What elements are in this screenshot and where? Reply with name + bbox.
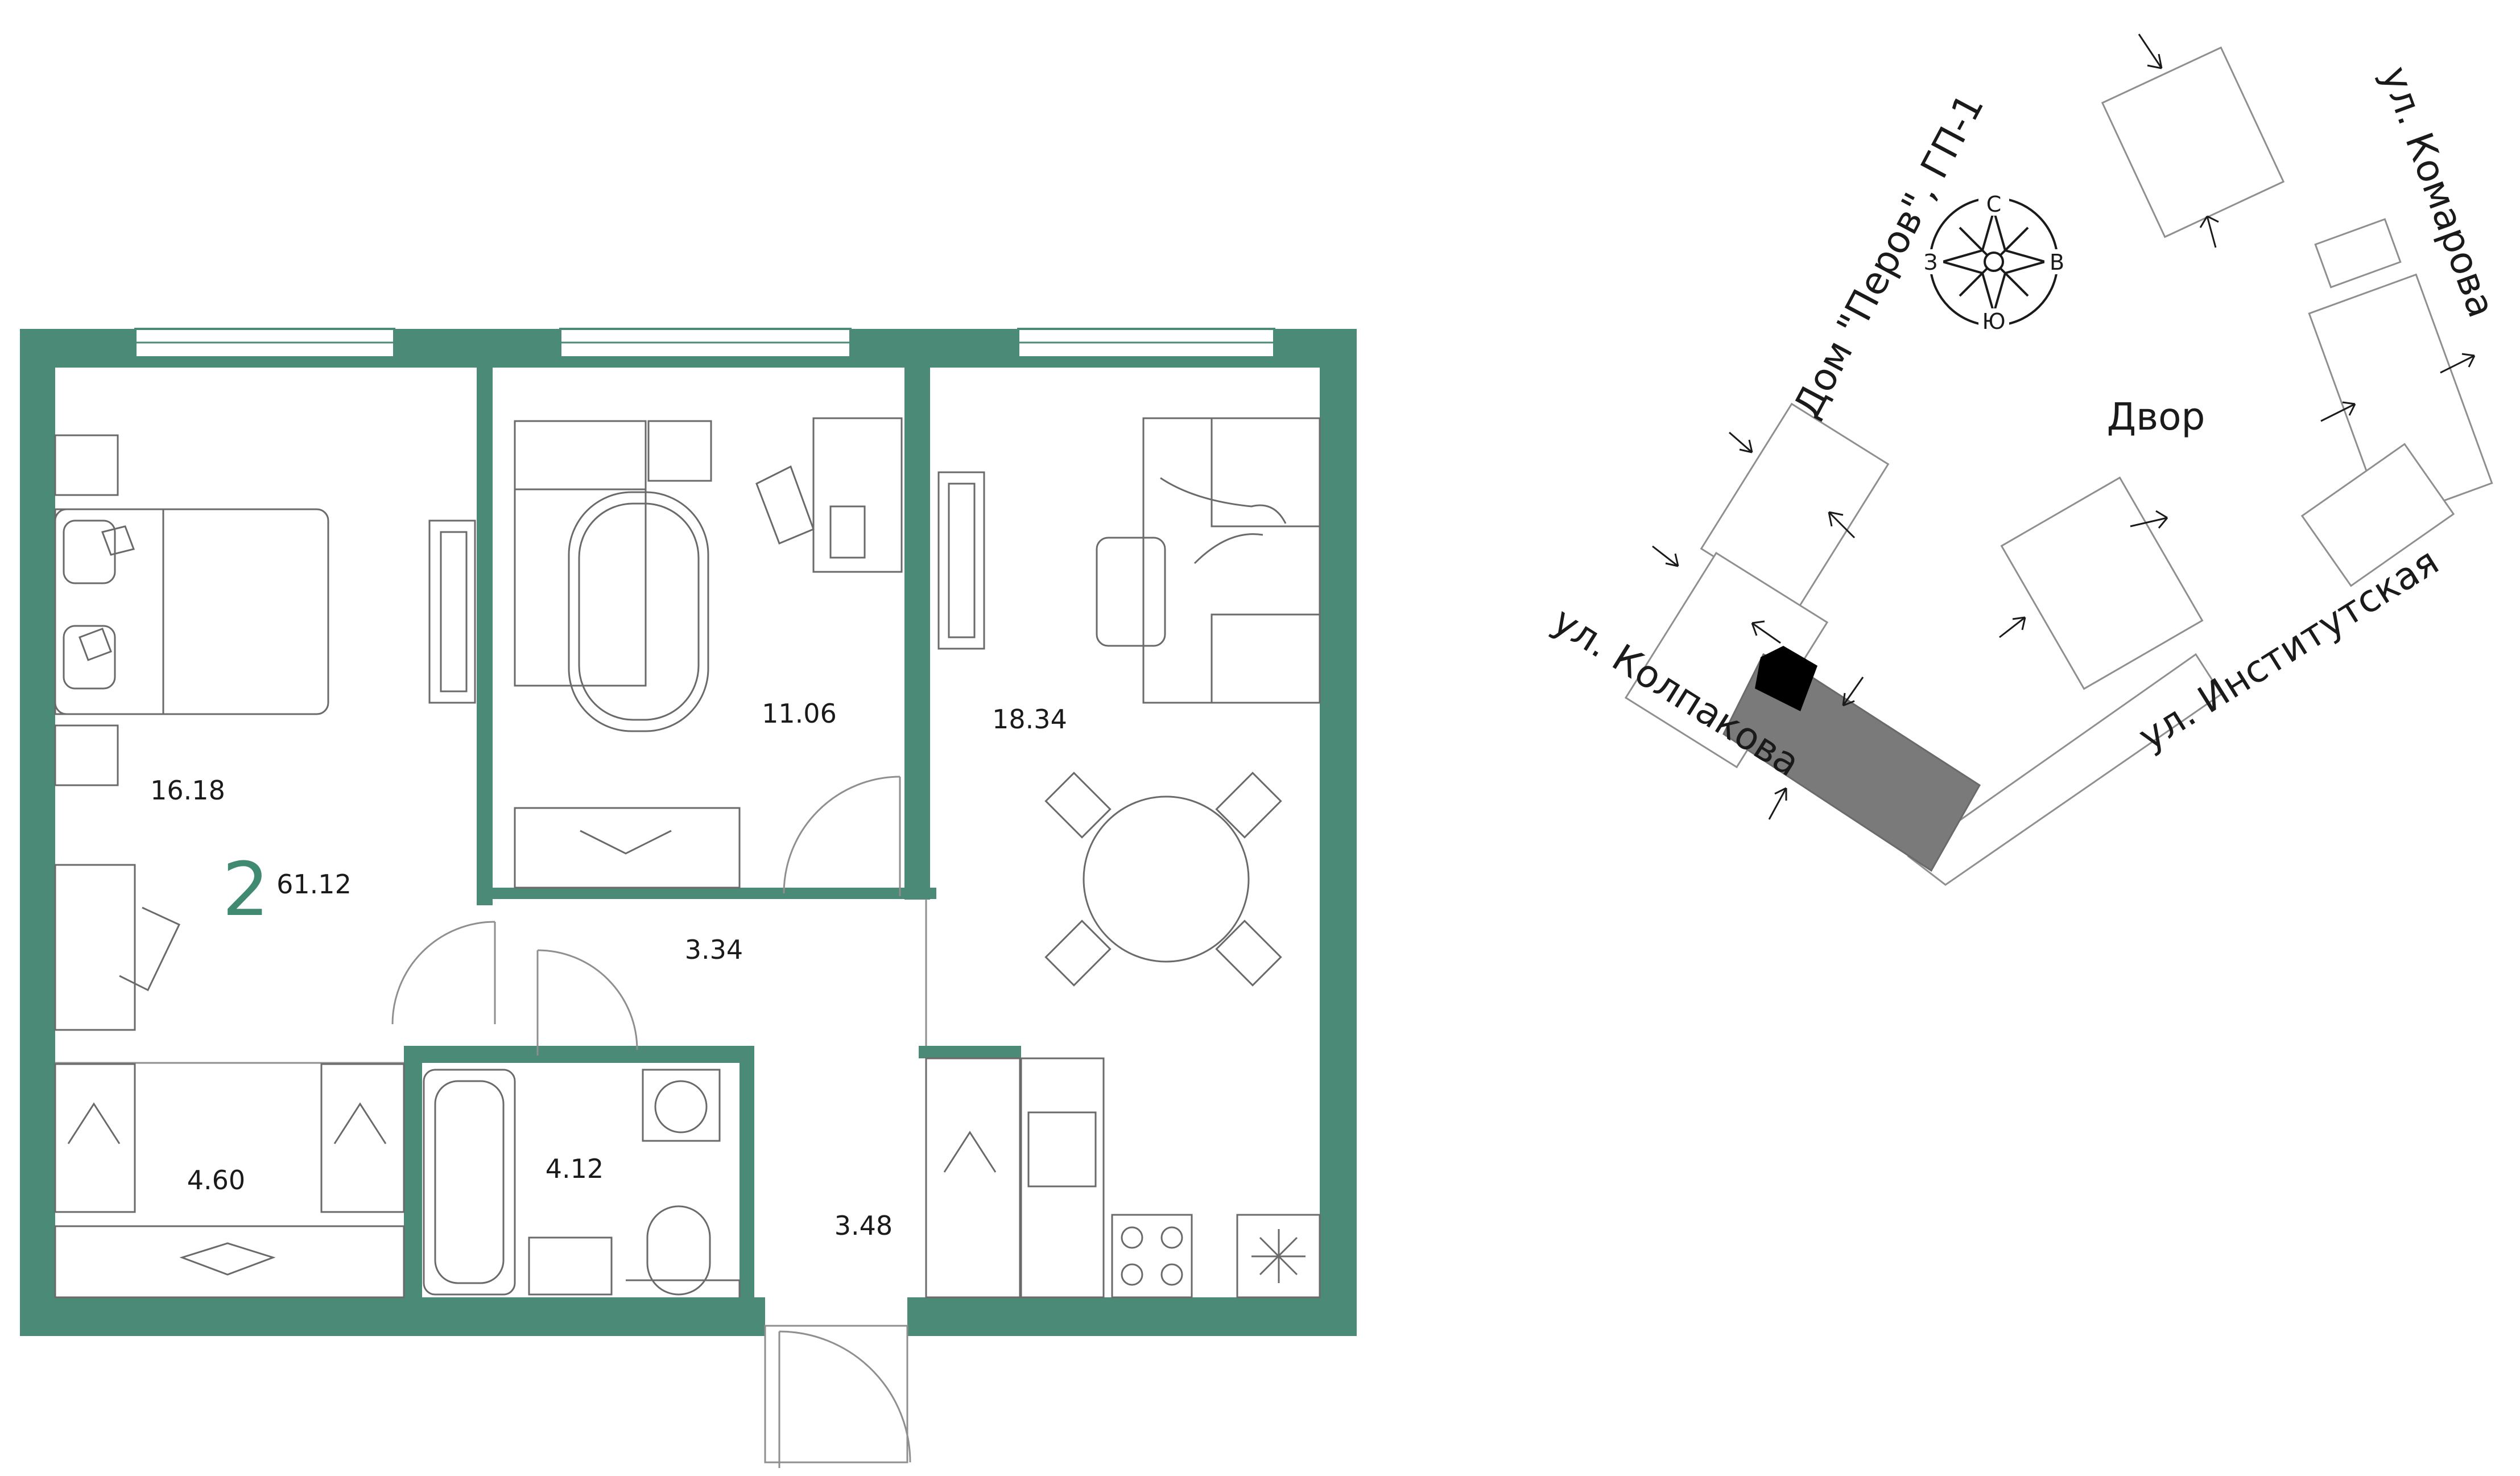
area-bathroom: 4.12	[546, 1153, 604, 1184]
compass: С Ю З В	[1918, 191, 2069, 334]
area-bedroom: 16.18	[150, 775, 225, 806]
rooms-count: 2	[222, 846, 270, 933]
interior-walls	[404, 368, 1021, 1308]
total-area: 61.12	[276, 869, 352, 900]
entrance-arrows	[1652, 34, 2476, 820]
area-corridor: 3.34	[685, 934, 743, 965]
compass-east: В	[2050, 250, 2064, 275]
bathroom-furniture	[423, 1069, 741, 1297]
area-children-room: 11.06	[762, 698, 837, 729]
building-top	[2101, 46, 2285, 238]
wardrobe-furniture	[54, 1063, 405, 1298]
doors	[391, 776, 911, 1468]
building-center	[2000, 476, 2204, 690]
children-room-furniture	[514, 417, 903, 889]
area-wardrobe: 4.60	[187, 1165, 245, 1195]
compass-north: С	[1986, 192, 2002, 217]
building-lower-wing	[1907, 653, 2223, 886]
area-kitchen-living: 18.34	[992, 704, 1067, 735]
area-hall: 3.48	[835, 1210, 893, 1241]
compass-west: З	[1924, 250, 1937, 275]
compass-south: Ю	[1982, 309, 2005, 334]
windows	[134, 328, 1275, 358]
courtyard-label: Двор	[2107, 395, 2205, 439]
bedroom-furniture	[54, 434, 476, 1031]
area-labels: 16.18 11.06 18.34 3.34 4.60 4.12 3.48 2 …	[150, 698, 1067, 1241]
street-institutskaya: ул. Институтская	[2131, 539, 2446, 759]
kitchen-living-furniture	[925, 417, 1321, 1298]
building-right-small	[2314, 218, 2402, 288]
site-plan: С Ю З В Двор Дом "Перов", ГП-1 ул. Комар…	[1545, 34, 2504, 886]
building-right-bottom	[2300, 443, 2455, 587]
floor-plan	[20, 328, 1357, 1468]
entrance-block	[1755, 646, 1817, 711]
